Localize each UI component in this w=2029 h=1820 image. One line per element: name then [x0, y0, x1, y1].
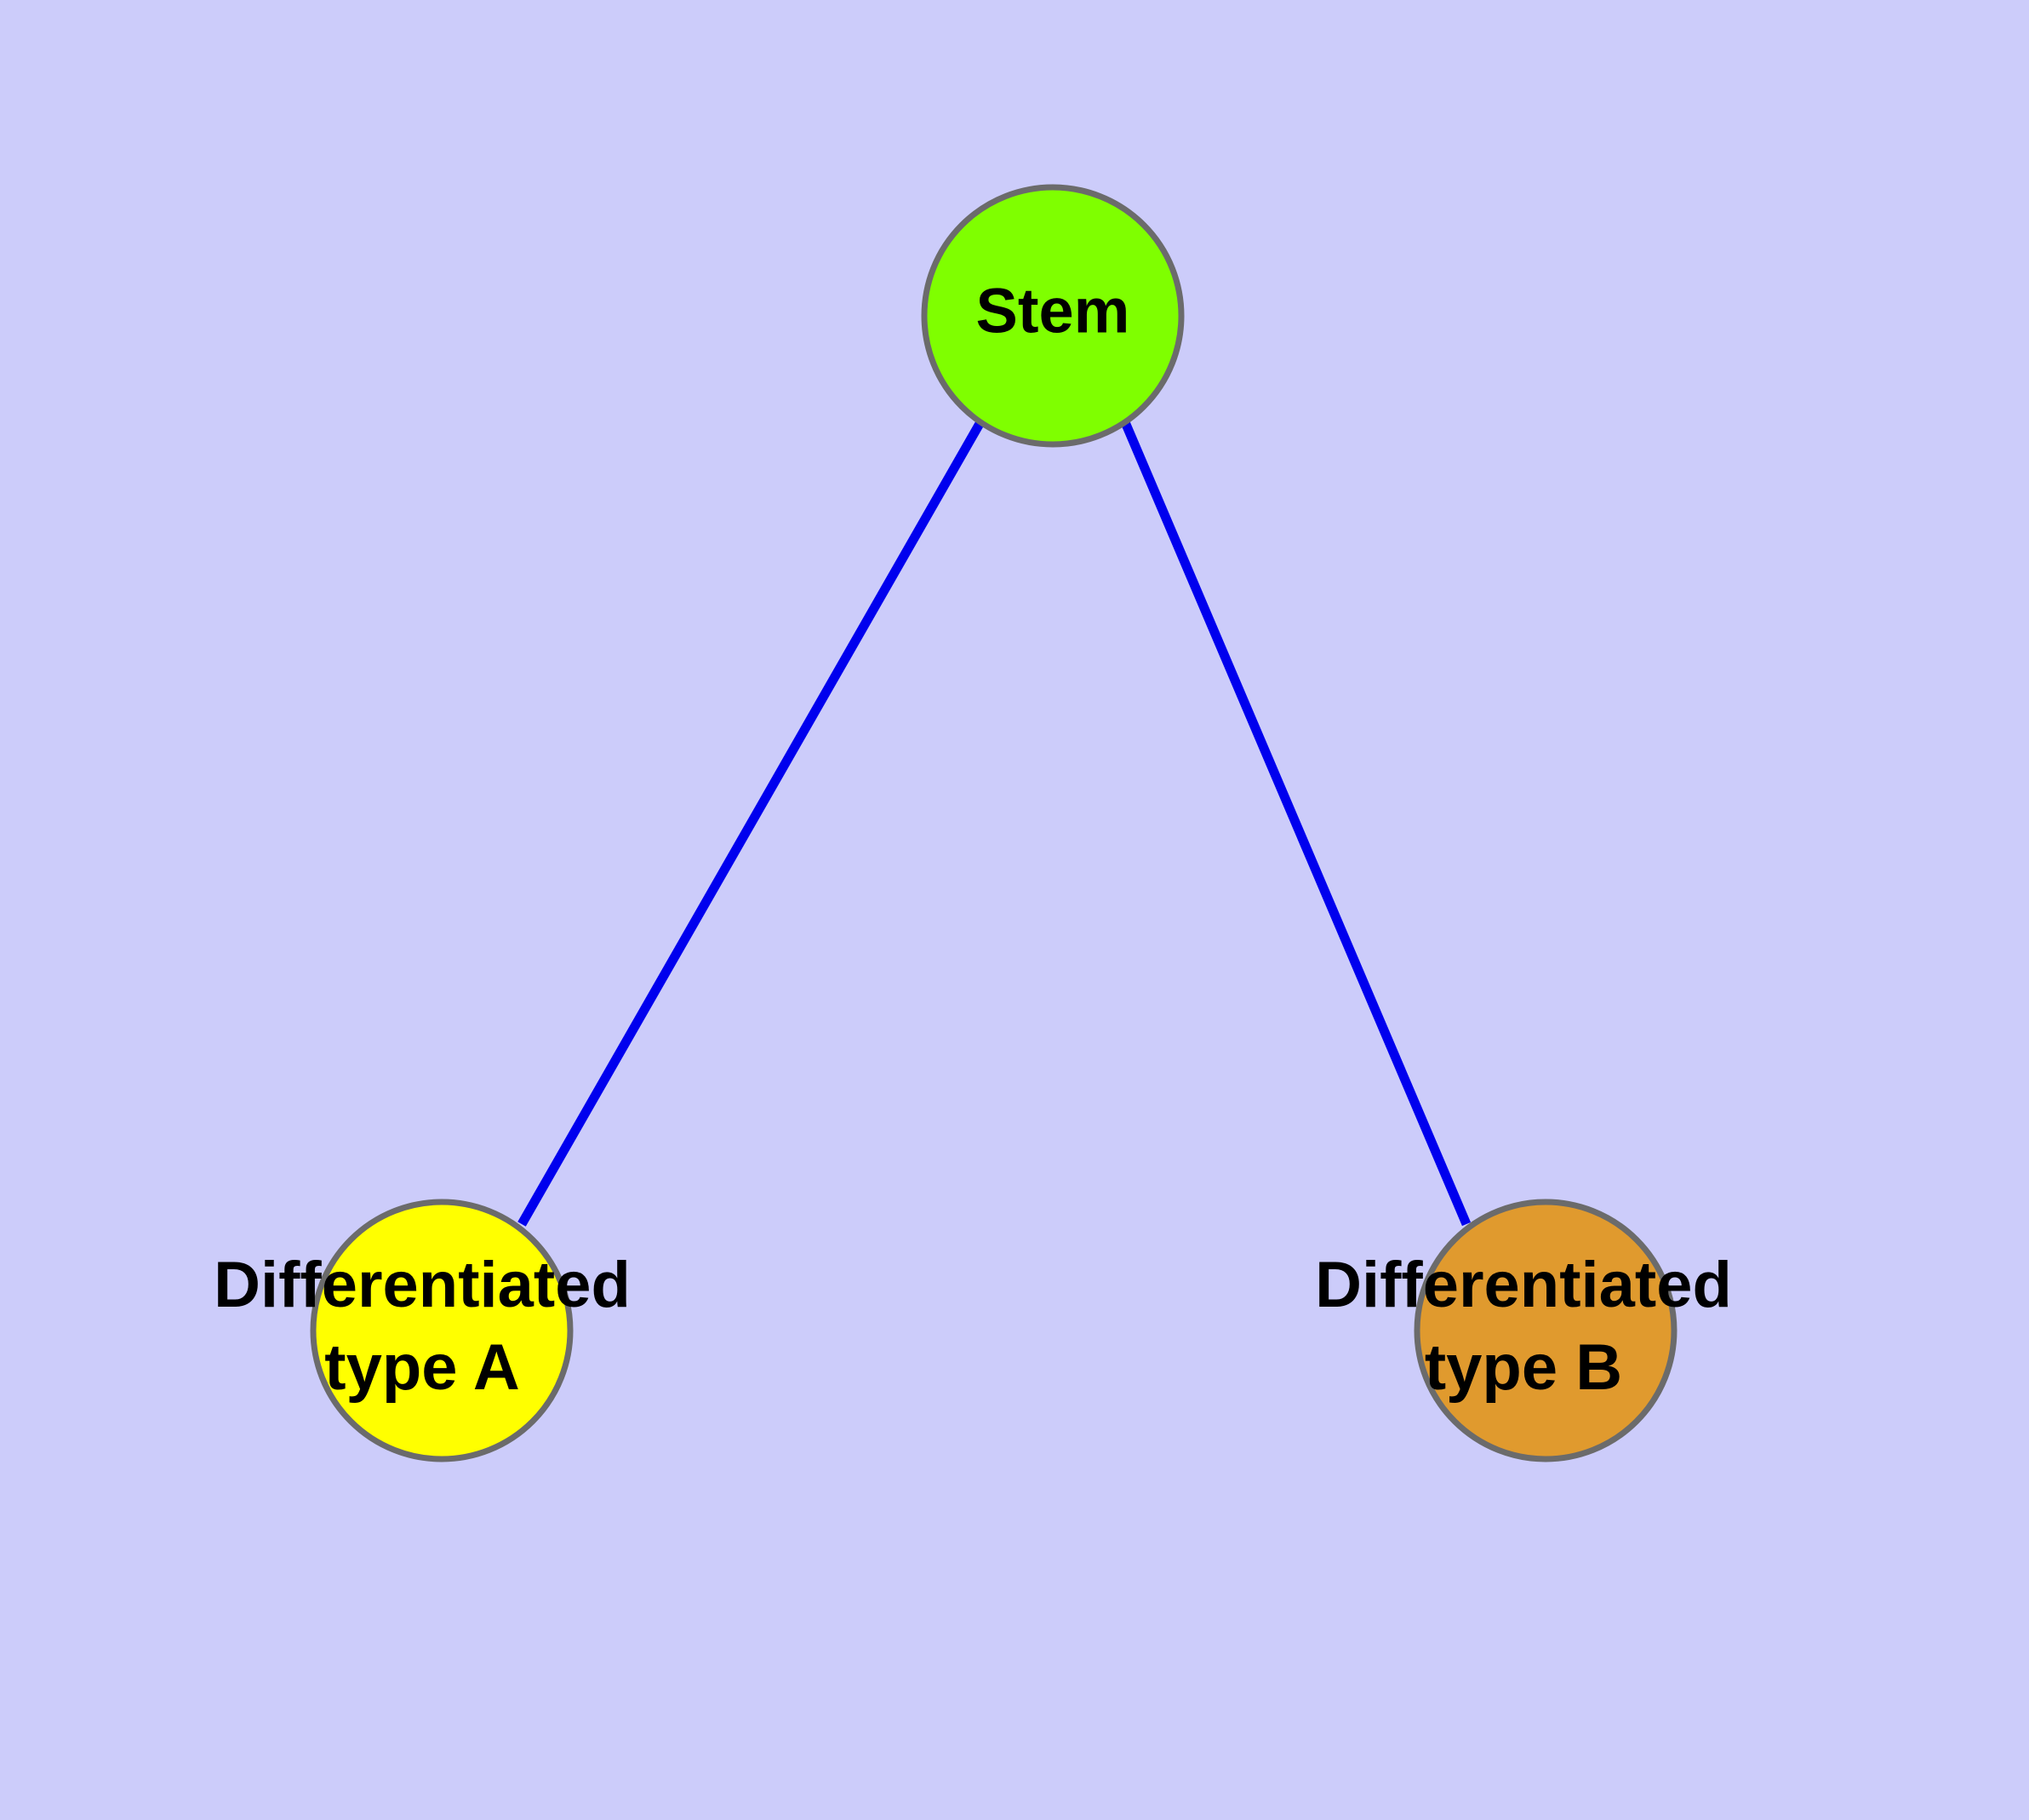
node-label-differentiated-type-a-line1: Differentiated [214, 1249, 631, 1321]
node-differentiated-type-b[interactable] [1414, 1199, 1677, 1462]
node-label-stem: Stem [976, 276, 1130, 346]
node-differentiated-type-a[interactable] [310, 1199, 574, 1462]
label-layer: Stem Differentiated type A Differentiate… [214, 276, 1732, 1405]
node-layer [310, 184, 1677, 1462]
node-label-differentiated-type-b-line2: type B [1425, 1331, 1622, 1404]
node-label-differentiated-type-a-line2: type A [324, 1331, 519, 1404]
node-label-differentiated-type-b-line1: Differentiated [1315, 1249, 1732, 1321]
edge-stem-to-differentiated-type-a[interactable] [517, 420, 985, 1227]
node-stem[interactable] [921, 184, 1185, 448]
edge-stem-to-differentiated-type-b[interactable] [1120, 420, 1472, 1227]
edge-layer [517, 420, 1472, 1227]
